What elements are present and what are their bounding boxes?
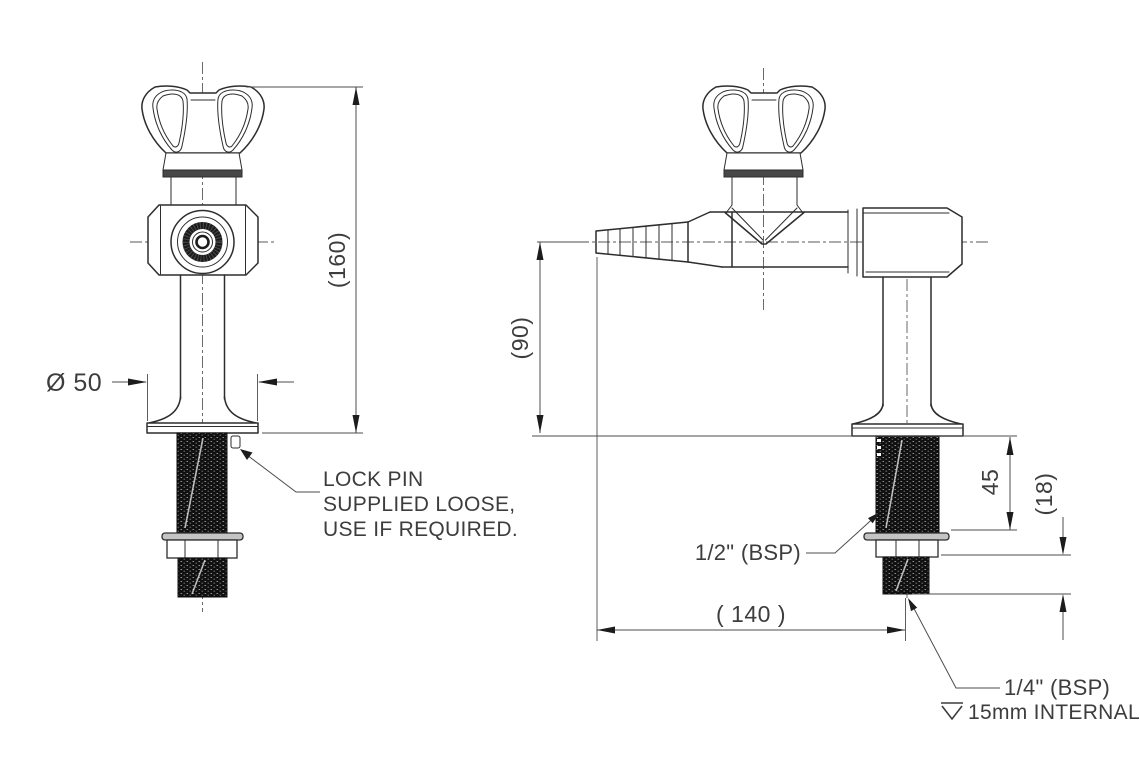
inlet-thread-label: 1/4" (BSP) bbox=[1004, 675, 1110, 700]
side-view bbox=[532, 68, 996, 598]
inlet-thread bbox=[177, 557, 228, 598]
dim-counter-thickness-label: 45 bbox=[977, 469, 1003, 496]
dim-spout-height: (90) bbox=[507, 241, 589, 433]
front-valve-body bbox=[147, 204, 259, 276]
arrowhead-icon bbox=[868, 512, 880, 524]
lock-pin-note-line3: USE IF REQUIRED. bbox=[323, 518, 518, 541]
locking-nut bbox=[166, 539, 238, 559]
base-flange bbox=[146, 422, 259, 434]
front-handle bbox=[141, 85, 265, 206]
arrowhead-icon bbox=[597, 626, 615, 634]
lock-pin-note-line2: SUPPLIED LOOSE, bbox=[323, 493, 515, 516]
side-nozzle bbox=[595, 211, 723, 268]
front-shank bbox=[161, 432, 244, 598]
dim-overall-height-label: (160) bbox=[324, 232, 350, 288]
shank-thread-label: 1/2" (BSP) bbox=[695, 540, 801, 565]
arrowhead-icon bbox=[258, 378, 277, 386]
side-shank bbox=[863, 435, 950, 595]
arrowhead-icon bbox=[536, 242, 544, 260]
inlet-depth-label: 15mm INTERNAL bbox=[968, 701, 1140, 724]
lock-pin bbox=[230, 435, 241, 449]
lock-pin-note-line1: LOCK PIN bbox=[323, 468, 423, 491]
shank-thread-callout: 1/2" (BSP) bbox=[695, 512, 880, 565]
side-body bbox=[709, 204, 849, 268]
dim-inlet-length: (18) bbox=[912, 473, 1071, 640]
dim-counter-thickness: 45 bbox=[951, 435, 1017, 531]
arrowhead-icon bbox=[1006, 512, 1014, 530]
arrowhead-icon bbox=[352, 415, 360, 433]
dim-reach-label: ( 140 ) bbox=[716, 601, 786, 627]
dim-flange-diameter-label: Ø 50 bbox=[46, 369, 102, 397]
arrowhead-icon bbox=[352, 87, 360, 105]
side-threaded-shank bbox=[875, 435, 940, 534]
side-backing-washer bbox=[863, 532, 950, 541]
dim-inlet-length-label: (18) bbox=[1031, 473, 1057, 516]
backing-washer bbox=[161, 532, 244, 541]
depth-symbol-icon bbox=[941, 702, 963, 721]
dim-reach: ( 140 ) bbox=[596, 257, 906, 641]
threaded-shank bbox=[176, 432, 228, 534]
dim-spout-height-label: (90) bbox=[507, 317, 533, 360]
dim-flange-diameter: Ø 50 bbox=[46, 369, 294, 421]
inlet-thread-callout: 1/4" (BSP) 15mm INTERNAL bbox=[908, 598, 1140, 724]
arrowhead-icon bbox=[128, 378, 147, 386]
arrowhead-icon bbox=[536, 415, 544, 433]
side-column bbox=[851, 276, 964, 437]
arrowhead-icon bbox=[908, 598, 918, 612]
arrowhead-icon bbox=[1059, 594, 1067, 612]
side-locking-nut bbox=[875, 539, 939, 558]
dim-overall-height: (160) bbox=[246, 86, 363, 434]
arrowhead-icon bbox=[1006, 437, 1014, 455]
arrowhead-icon bbox=[240, 449, 253, 460]
dimensions: (160) Ø 50 LOCK PIN SUPPLIED LOOSE, USE … bbox=[46, 86, 1140, 724]
lock-pin-note: LOCK PIN SUPPLIED LOOSE, USE IF REQUIRED… bbox=[240, 449, 518, 541]
arrowhead-icon bbox=[1059, 537, 1067, 555]
arrowhead-icon bbox=[887, 626, 905, 634]
side-base-flange bbox=[851, 423, 964, 437]
side-handle bbox=[702, 85, 826, 206]
side-elbow bbox=[847, 207, 963, 278]
outlet-face-outer bbox=[170, 209, 235, 275]
front-view bbox=[130, 62, 276, 612]
outlet-bore bbox=[195, 234, 210, 250]
